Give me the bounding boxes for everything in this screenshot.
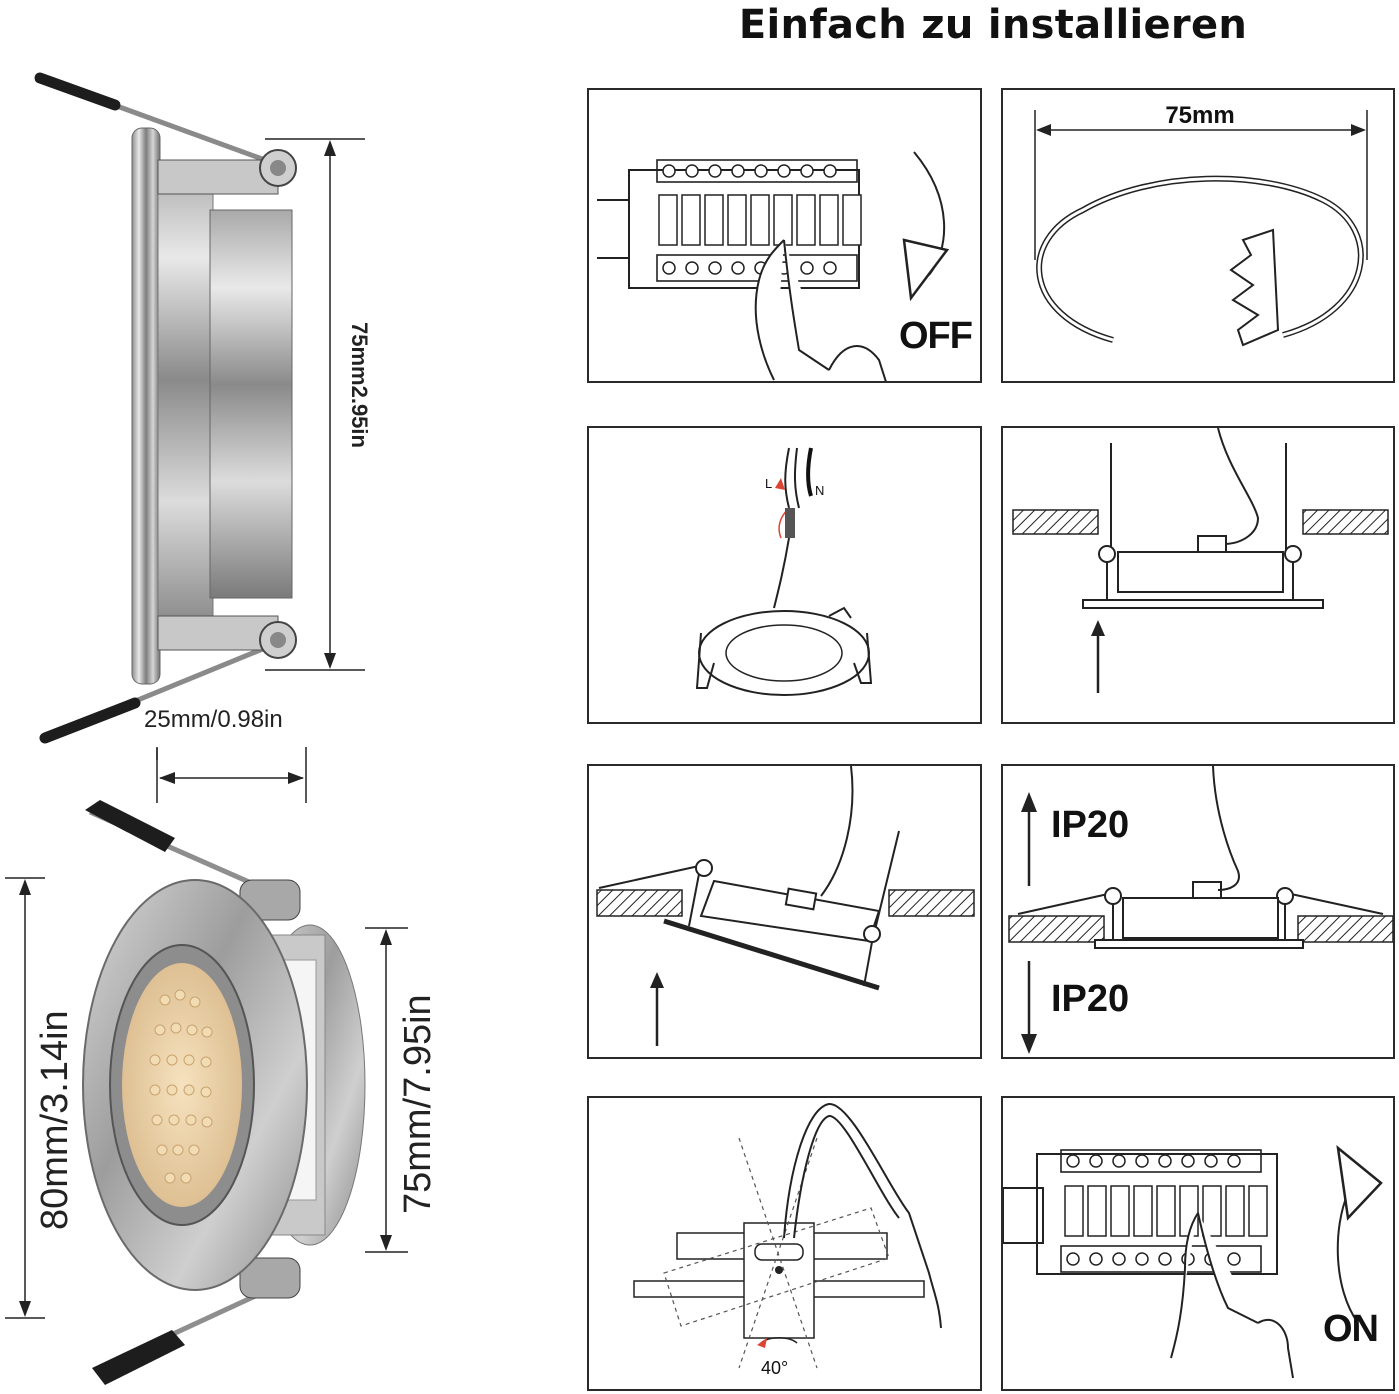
insert-fixture-illustration — [1012, 428, 1389, 693]
side-width-label: 25mm/0.98in — [144, 706, 283, 733]
width-dimension-line — [156, 747, 307, 803]
step-5-tilt-insert-panel — [587, 764, 982, 1059]
step-3-wiring-panel: L N — [587, 426, 982, 724]
ip20-top-label: IP20 — [1051, 804, 1130, 846]
tilt-insert-illustration — [596, 766, 975, 1046]
side-height-label: 75mm2.95in — [347, 322, 372, 448]
step-1-power-off-panel: OFF — [587, 88, 982, 383]
front-view-illustration — [5, 800, 408, 1385]
step-4-insert-panel — [1001, 426, 1395, 724]
page-title: Einfach zu installieren — [738, 2, 1248, 48]
front-outer-label: 80mm/3.14in — [34, 1010, 76, 1230]
step-6-ip20-panel: IP20 IP20 — [1001, 764, 1395, 1059]
tilt-angle-label: 40° — [761, 1358, 789, 1378]
ip20-bottom-label: IP20 — [1051, 978, 1130, 1020]
terminal-block-on-illustration — [1003, 1145, 1383, 1379]
wiring-illustration — [695, 447, 873, 696]
wire-neutral-label: N — [815, 483, 825, 498]
off-label: OFF — [899, 315, 973, 357]
step-8-power-on-panel: ON — [1001, 1096, 1395, 1391]
cutout-width-label: 75mm — [1165, 102, 1235, 129]
ip20-illustration — [1008, 766, 1393, 1054]
step-2-cutout-panel: 75mm — [1001, 88, 1395, 383]
tilt-angle-illustration — [633, 1102, 942, 1369]
side-view-illustration — [34, 72, 365, 760]
step-7-tilt-angle-panel: 40° — [587, 1096, 982, 1391]
front-cutout-label: 75mm/7.95in — [397, 994, 439, 1214]
wire-live-label: L — [765, 476, 773, 491]
ceiling-cutout-illustration — [1034, 110, 1368, 347]
terminal-block-illustration — [597, 151, 950, 381]
on-label: ON — [1323, 1308, 1379, 1350]
